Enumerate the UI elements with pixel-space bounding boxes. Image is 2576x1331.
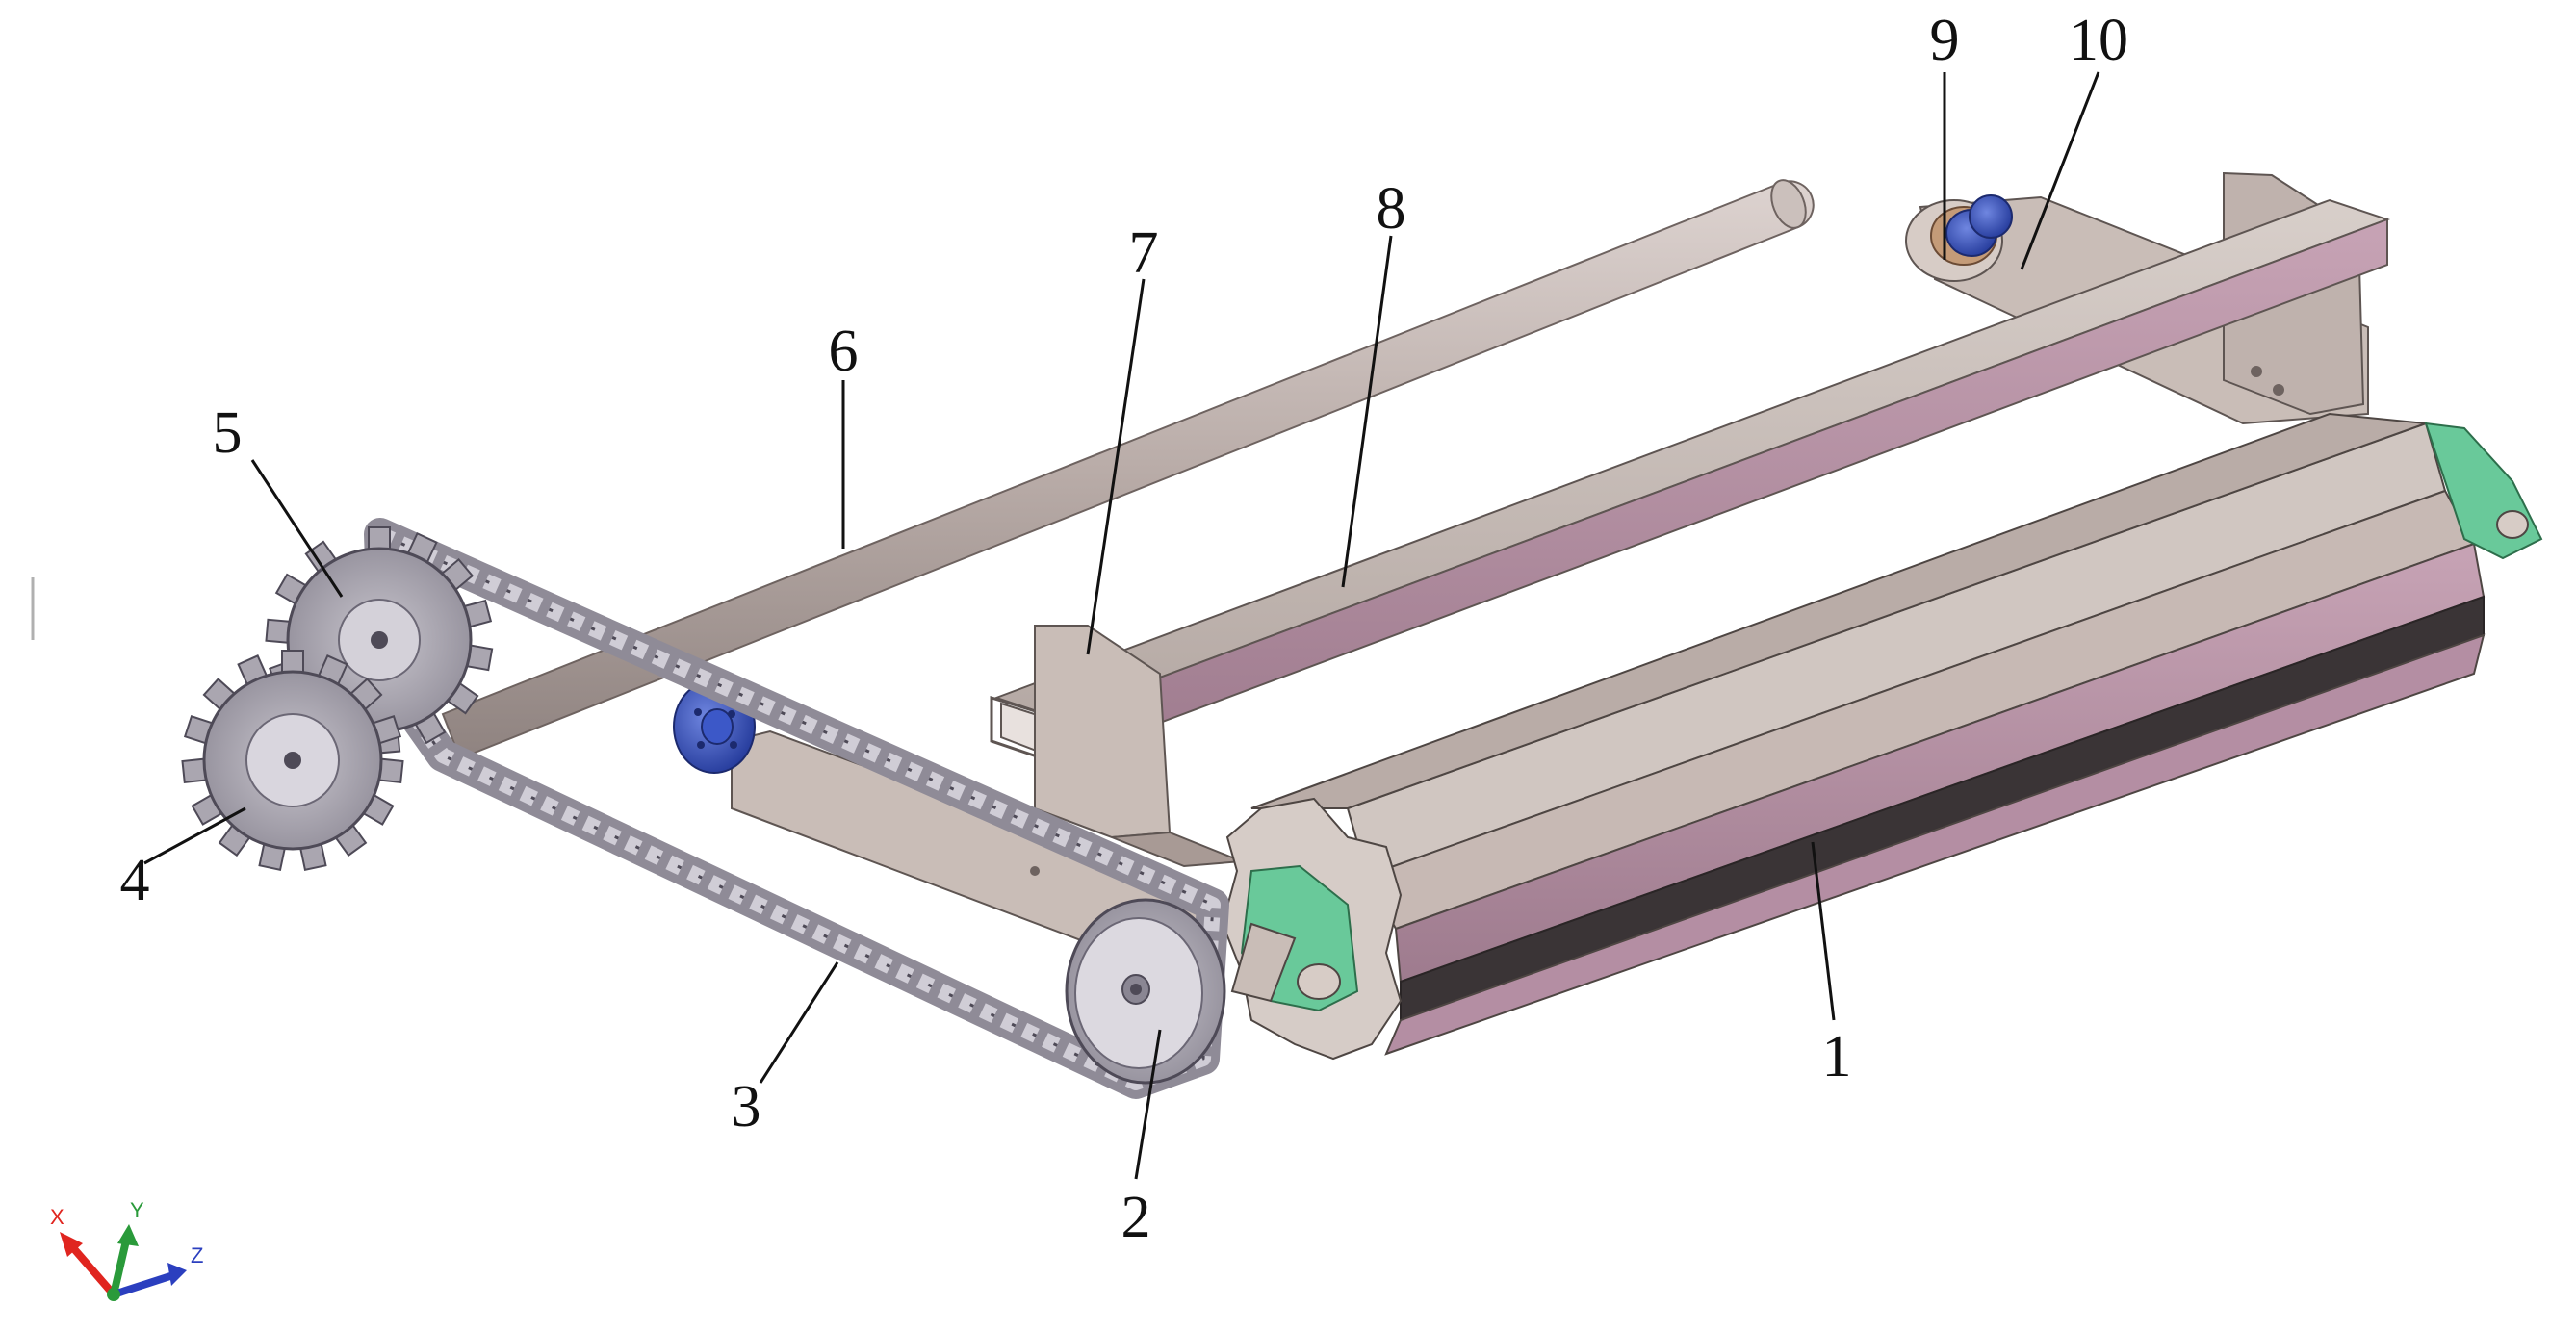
leader-line-1 — [1811, 841, 1836, 1021]
rear-bearing-part-9 — [1905, 194, 2013, 282]
leader-line-2 — [1134, 1029, 1162, 1180]
callout-3: 3 — [732, 1074, 761, 1139]
callout-6: 6 — [829, 319, 859, 384]
leader-line-7 — [1086, 278, 1146, 655]
round-rod-part-6 — [441, 179, 1815, 760]
axis-triad: X Y Z — [50, 1198, 203, 1301]
callout-10: 10 — [2069, 8, 2128, 73]
rear-end-bracket — [2424, 422, 2543, 560]
x-axis-arrowhead — [60, 1232, 83, 1257]
front-plate-part-7 — [1034, 625, 1243, 868]
y-axis-arrow — [110, 1236, 131, 1295]
y-axis-arrowhead — [117, 1224, 139, 1246]
leader-line-8 — [1341, 235, 1393, 588]
callout-4: 4 — [120, 848, 150, 913]
octagonal-drum-part-1 — [1221, 412, 2486, 1061]
leader-line-3 — [759, 961, 839, 1084]
front-end-bracket — [1230, 864, 1359, 1012]
callout-1: 1 — [1822, 1024, 1852, 1089]
triad-origin — [107, 1288, 120, 1301]
leader-lines — [143, 71, 2100, 1180]
callout-5: 5 — [213, 400, 243, 466]
y-axis-label: Y — [130, 1198, 144, 1222]
leader-line-10 — [2020, 71, 2100, 270]
callout-9: 9 — [1930, 8, 1960, 73]
leader-line-4 — [143, 806, 246, 865]
callout-labels: 1 2 3 4 5 6 7 8 9 10 — [120, 8, 2129, 1250]
z-axis-arrowhead — [167, 1263, 187, 1286]
z-axis-label: Z — [191, 1243, 203, 1267]
callout-7: 7 — [1129, 220, 1159, 286]
front-sprocket-part-2 — [1065, 898, 1226, 1085]
x-axis-label: X — [50, 1205, 64, 1229]
z-axis-arrow — [112, 1271, 175, 1298]
callout-2: 2 — [1121, 1185, 1151, 1250]
lower-sprocket-part-4 — [181, 650, 404, 871]
callout-8: 8 — [1377, 176, 1406, 242]
x-axis-arrow — [65, 1241, 117, 1297]
leader-line-5 — [250, 459, 344, 598]
